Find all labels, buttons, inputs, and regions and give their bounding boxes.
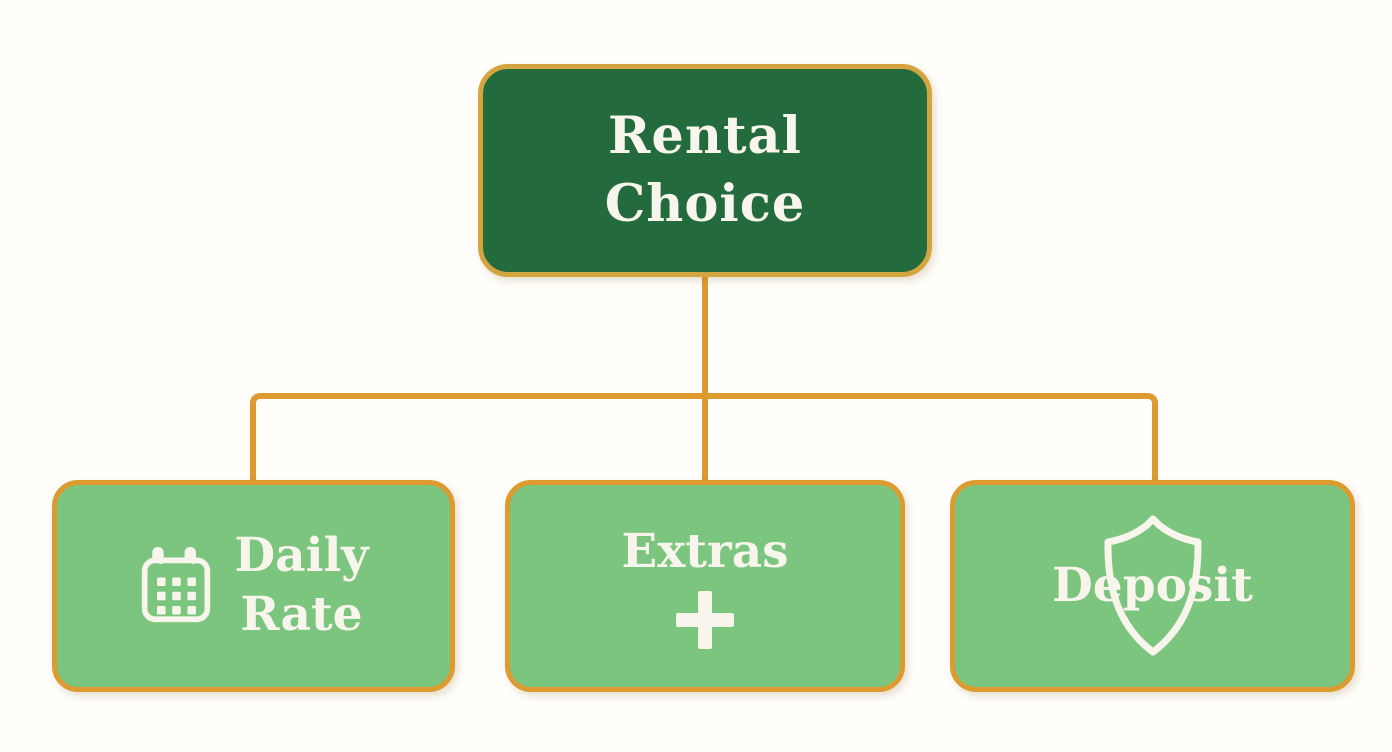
plus-icon [675,591,734,650]
node-daily-rate-content: Daily Rate [138,527,369,645]
node-daily-rate-label: Daily Rate [234,527,368,645]
node-extras-content: Extras [621,523,789,650]
node-deposit-label: Deposit [1052,557,1253,613]
node-label-line: Choice [604,173,806,234]
node-label-line: Rental [608,106,802,167]
node-deposit-content: Deposit [955,485,1350,687]
node-rental-choice-label: Rental Choice [605,103,806,238]
connector-middle-vertical [702,395,708,483]
node-label-line: Rate [240,587,363,642]
calendar-icon [142,547,211,623]
node-label-line: Daily [234,528,369,584]
node-deposit: Deposit [950,480,1355,692]
connector-root-vertical [702,272,708,398]
node-extras-label: Extras [621,523,789,579]
node-extras: Extras [505,480,905,692]
shield-icon [1104,515,1201,656]
node-rental-choice: Rental Choice [478,64,932,277]
node-daily-rate: Daily Rate [52,480,455,692]
